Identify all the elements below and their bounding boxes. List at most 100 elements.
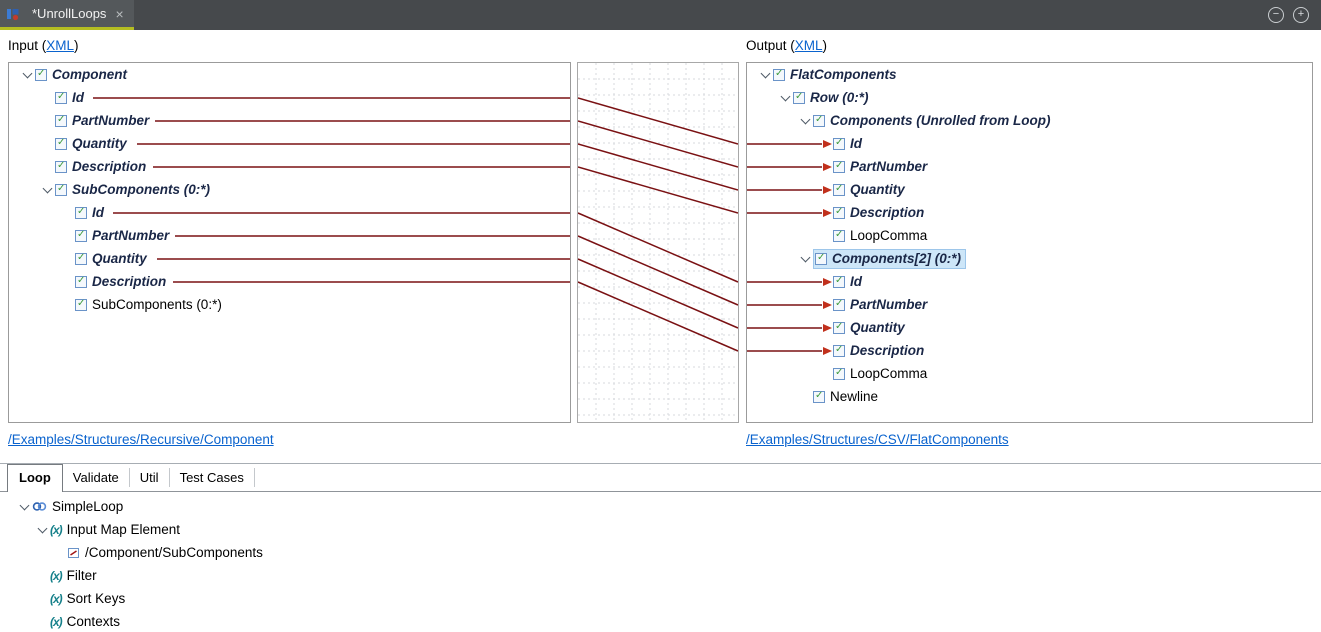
xml-element-icon xyxy=(833,367,845,380)
input-tree-item-subcomponents[interactable]: SubComponents (0:*) xyxy=(9,178,570,201)
grid-vertical-lines xyxy=(595,63,723,422)
xml-element-icon xyxy=(75,298,87,311)
input-tree-item[interactable]: Quantity xyxy=(9,247,570,270)
expander-chevron[interactable] xyxy=(777,91,793,101)
tree-item-label: Quantity xyxy=(72,136,127,151)
output-tree-item[interactable]: LoopComma xyxy=(747,362,1312,385)
tab-loop[interactable]: Loop xyxy=(7,464,63,492)
output-tree-item[interactable]: Quantity xyxy=(747,316,1312,339)
tree-item-label: Quantity xyxy=(92,251,147,266)
tree-item-label: Row (0:*) xyxy=(810,90,869,105)
tab-validate[interactable]: Validate xyxy=(63,468,130,487)
input-tree-item[interactable]: Description xyxy=(9,155,570,178)
tree-item-label: Id xyxy=(72,90,84,105)
chevron-down-icon xyxy=(800,252,810,262)
xml-element-icon xyxy=(833,183,845,196)
tree-item-label: LoopComma xyxy=(850,228,928,243)
loop-tree-item-map-path[interactable]: /Component/SubComponents xyxy=(0,541,1321,564)
chevron-down-icon xyxy=(800,114,810,124)
expander-chevron[interactable] xyxy=(34,523,50,533)
xml-element-icon xyxy=(55,91,67,104)
xml-element-icon xyxy=(55,160,67,173)
input-tree-item[interactable]: Id xyxy=(9,86,570,109)
output-tree-item[interactable]: Description xyxy=(747,201,1312,224)
mapping-line-group-2[interactable] xyxy=(578,212,738,352)
xml-element-icon xyxy=(833,137,845,150)
document-icon xyxy=(6,7,20,21)
loop-tree-item-input-map-element[interactable]: (x) Input Map Element xyxy=(0,518,1321,541)
document-tab[interactable]: *UnrollLoops × xyxy=(0,0,134,30)
input-tree-item[interactable]: Description xyxy=(9,270,570,293)
output-tree-item[interactable]: Quantity xyxy=(747,178,1312,201)
output-tree-item[interactable]: Description xyxy=(747,339,1312,362)
window-controls: − + xyxy=(1268,0,1321,30)
output-tree-item[interactable]: Id xyxy=(747,132,1312,155)
output-xml-link[interactable]: XML xyxy=(794,38,823,53)
loop-tree-item-filter[interactable]: (x) Filter xyxy=(0,564,1321,587)
loop-config-tree: SimpleLoop (x) Input Map Element /Compon… xyxy=(0,492,1321,632)
output-tree-item-components-unrolled[interactable]: Components (Unrolled from Loop) xyxy=(747,109,1312,132)
output-tree-panel: FlatComponents Row (0:*) Components (Unr… xyxy=(746,62,1313,423)
xml-element-icon xyxy=(833,275,845,288)
input-tree-item[interactable]: Id xyxy=(9,201,570,224)
tree-item-label: Quantity xyxy=(850,320,905,335)
output-tree-item[interactable]: PartNumber xyxy=(747,155,1312,178)
input-tree-item[interactable]: PartNumber xyxy=(9,224,570,247)
output-structure-path-link[interactable]: /Examples/Structures/CSV/FlatComponents xyxy=(746,432,1009,447)
xml-element-icon xyxy=(55,137,67,150)
output-tree-item-flatcomponents[interactable]: FlatComponents xyxy=(747,63,1312,86)
xml-element-icon xyxy=(813,390,825,403)
mapping-lines-canvas[interactable] xyxy=(578,63,738,422)
output-tree-item[interactable]: PartNumber xyxy=(747,293,1312,316)
tree-item-label: PartNumber xyxy=(72,113,150,128)
tree-item-label: Component xyxy=(52,67,127,82)
expander-chevron[interactable] xyxy=(16,500,32,510)
xml-element-icon xyxy=(75,252,87,265)
expander-chevron[interactable] xyxy=(19,68,35,78)
output-tree-item[interactable]: LoopComma xyxy=(747,224,1312,247)
tree-item-label: Id xyxy=(92,205,104,220)
input-xml-link[interactable]: XML xyxy=(46,38,75,53)
tree-item-label: PartNumber xyxy=(850,297,928,312)
input-tree-item[interactable]: PartNumber xyxy=(9,109,570,132)
expander-chevron[interactable] xyxy=(757,68,773,78)
selected-node[interactable]: Components[2] (0:*) xyxy=(813,248,966,269)
tree-item-label: Components[2] (0:*) xyxy=(832,251,961,266)
function-icon: (x) xyxy=(50,614,63,629)
output-tree-item[interactable]: Id xyxy=(747,270,1312,293)
chevron-down-icon xyxy=(780,91,790,101)
input-tree-item[interactable]: Quantity xyxy=(9,132,570,155)
loop-tree-item-contexts[interactable]: (x) Contexts xyxy=(0,610,1321,632)
expander-chevron[interactable] xyxy=(797,252,813,262)
input-tree-item[interactable]: SubComponents (0:*) xyxy=(9,293,570,316)
input-structure-path-link[interactable]: /Examples/Structures/Recursive/Component xyxy=(8,432,274,447)
chevron-down-icon xyxy=(19,500,29,510)
tree-item-label: LoopComma xyxy=(850,366,928,381)
tree-item-label: Quantity xyxy=(850,182,905,197)
output-tree-item-row[interactable]: Row (0:*) xyxy=(747,86,1312,109)
expander-chevron[interactable] xyxy=(39,183,55,193)
tree-item-label: FlatComponents xyxy=(790,67,897,82)
output-tree-item-components2[interactable]: Components[2] (0:*) xyxy=(747,247,1312,270)
input-tree-item-component[interactable]: Component xyxy=(9,63,570,86)
collapse-button[interactable]: − xyxy=(1268,7,1284,23)
tree-item-label: Input Map Element xyxy=(66,522,180,537)
mapping-line-group-1[interactable] xyxy=(578,97,738,214)
output-tree-item[interactable]: Newline xyxy=(747,385,1312,408)
xml-element-icon xyxy=(833,298,845,311)
loop-tree-item-simpleloop[interactable]: SimpleLoop xyxy=(0,495,1321,518)
tree-item-label: Sort Keys xyxy=(66,591,126,606)
input-pane-header: Input (XML) xyxy=(8,38,79,53)
expand-button[interactable]: + xyxy=(1293,7,1309,23)
map-reference-icon xyxy=(68,547,80,559)
tab-test-cases[interactable]: Test Cases xyxy=(170,468,255,487)
tab-util[interactable]: Util xyxy=(130,468,170,487)
tab-close-icon[interactable]: × xyxy=(115,5,124,22)
mapping-connector-panel[interactable] xyxy=(577,62,739,423)
expander-chevron[interactable] xyxy=(797,114,813,124)
bottom-tabbar: Loop Validate Util Test Cases xyxy=(0,463,1321,492)
input-tree-panel: Component Id PartNumber Quantity Descrip… xyxy=(8,62,571,423)
loop-tree-item-sort-keys[interactable]: (x) Sort Keys xyxy=(0,587,1321,610)
xml-element-icon xyxy=(833,229,845,242)
function-icon: (x) xyxy=(50,568,63,583)
